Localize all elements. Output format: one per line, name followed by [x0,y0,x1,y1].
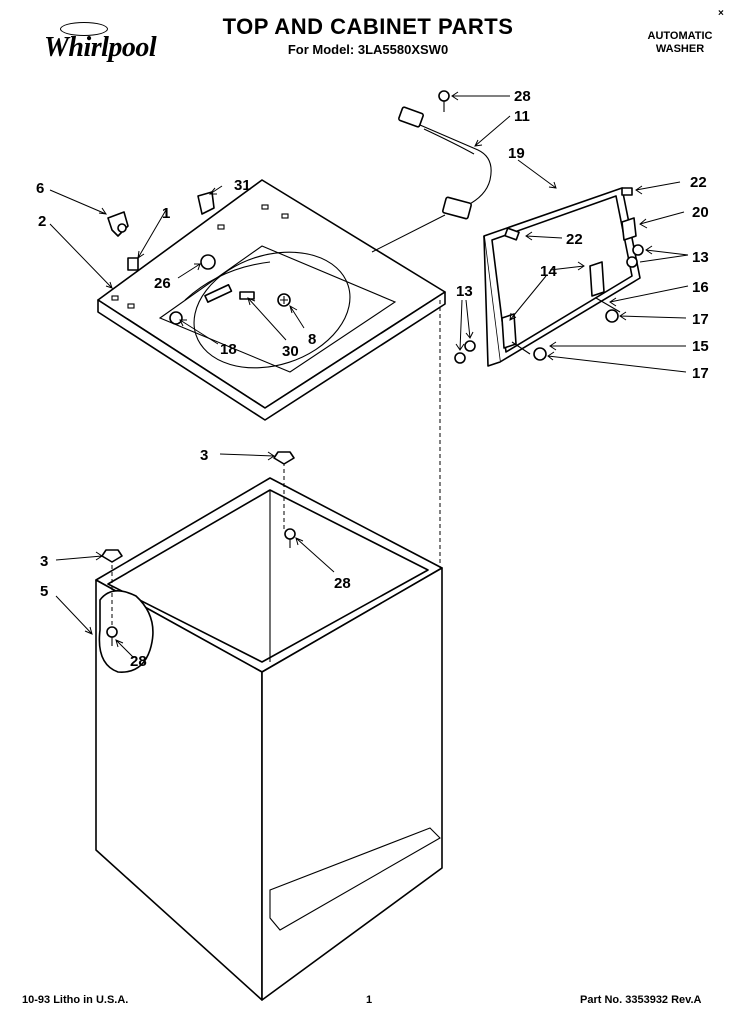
lid-edge [483,235,501,367]
label-part-16: 16 [692,279,709,296]
harness-to-top-line [371,214,446,253]
cabinet-opening [107,489,429,663]
hinge-part-20 [621,217,637,241]
screw-part-28b [284,528,296,548]
label-part-6: 6 [36,180,44,197]
tub-ring-inner [184,261,271,301]
brand-logo-oval [60,22,108,36]
label-part-13-right: 13 [692,249,709,266]
label-part-13-left: 13 [456,283,473,300]
footer-page-number: 1 [366,994,373,1006]
label-part-18: 18 [220,341,237,358]
top-slot-4 [111,295,119,301]
label-part-26: 26 [154,275,171,292]
brand-logo: Whirlpool [44,32,157,63]
hinge-rod-part-15 [511,341,531,355]
page-title: TOP AND CABINET PARTS [222,14,514,39]
cord [419,124,492,207]
top-slot-5 [127,303,135,309]
label-part-17-upper: 17 [692,311,709,328]
lid-switch-slot [204,283,233,303]
label-part-28-cutaway: 28 [130,653,147,670]
bracket-part-31 [197,191,215,215]
harness-connector [442,196,472,220]
screw-part-13b-2 [464,340,476,352]
label-part-31: 31 [234,177,251,194]
label-part-20: 20 [692,204,709,221]
top-panel-edge [97,291,446,421]
clip-part-3a [273,451,295,465]
cabinet-cutaway [98,590,154,673]
bushing-part-17b [533,347,547,361]
screw-part-13a-2 [626,256,638,268]
clip-part-1 [127,257,139,271]
leader-lines [49,91,689,659]
actuator-part-30 [239,291,255,300]
product-type: AUTOMATIC WASHER [630,30,730,56]
label-part-22-right: 22 [690,174,707,191]
label-part-3-lower: 3 [40,553,48,570]
grommet-part-26 [200,254,216,270]
top-panel-surface [97,179,446,409]
model-subtitle: For Model: 3LA5580XSW0 [287,42,449,57]
label-part-14: 14 [540,263,557,280]
bumper-part-22b [504,227,520,241]
label-part-22-inner: 22 [566,231,583,248]
footer-print-info: 10-93 Litho in U.S.A. [22,994,129,1006]
top-slot-1 [217,224,225,230]
tub-ring [193,251,351,369]
hinge-rod-part-16 [595,297,621,313]
cabinet-toe-kick [269,827,441,931]
bumper-part-22a [621,187,633,196]
label-part-1: 1 [162,205,170,222]
screw-part-28c [106,626,118,646]
bushing-part-17a [605,309,619,323]
cabinet-side [261,567,443,1001]
cabinet-part-5 [95,477,443,1001]
label-part-5: 5 [40,583,48,600]
lid-switch-screw-part-8 [277,293,291,307]
label-part-15: 15 [692,338,709,355]
clip-part-3b [101,549,123,563]
hinge-clip-part-6 [107,211,129,237]
label-part-3-upper: 3 [200,447,208,464]
label-part-2: 2 [38,213,46,230]
corner-mark: × [718,8,724,19]
screw-part-13b-1 [454,352,466,364]
footer-part-number: Part No. 3353932 Rev.A [580,994,702,1006]
top-slot-3 [281,213,289,219]
label-part-28-top: 28 [514,88,531,105]
top-slot-2 [261,204,269,210]
product-line-2: WASHER [655,43,705,55]
screw-part-28a [438,90,450,102]
label-part-30: 30 [282,343,299,360]
plug [398,106,424,128]
label-part-28-cabinet: 28 [334,575,351,592]
label-part-17-lower: 17 [692,365,709,382]
wire-harness-part-11 [398,106,492,220]
label-part-8: 8 [308,331,316,348]
hinge-part-14b [501,313,517,349]
top-panel [97,179,446,421]
screw-part-13a-1 [632,244,644,256]
lid-bumper-left [169,311,183,325]
product-line-1: AUTOMATIC [647,30,713,42]
label-part-19: 19 [508,145,525,162]
label-part-11: 11 [514,108,530,125]
hinge-part-14a [589,261,605,297]
